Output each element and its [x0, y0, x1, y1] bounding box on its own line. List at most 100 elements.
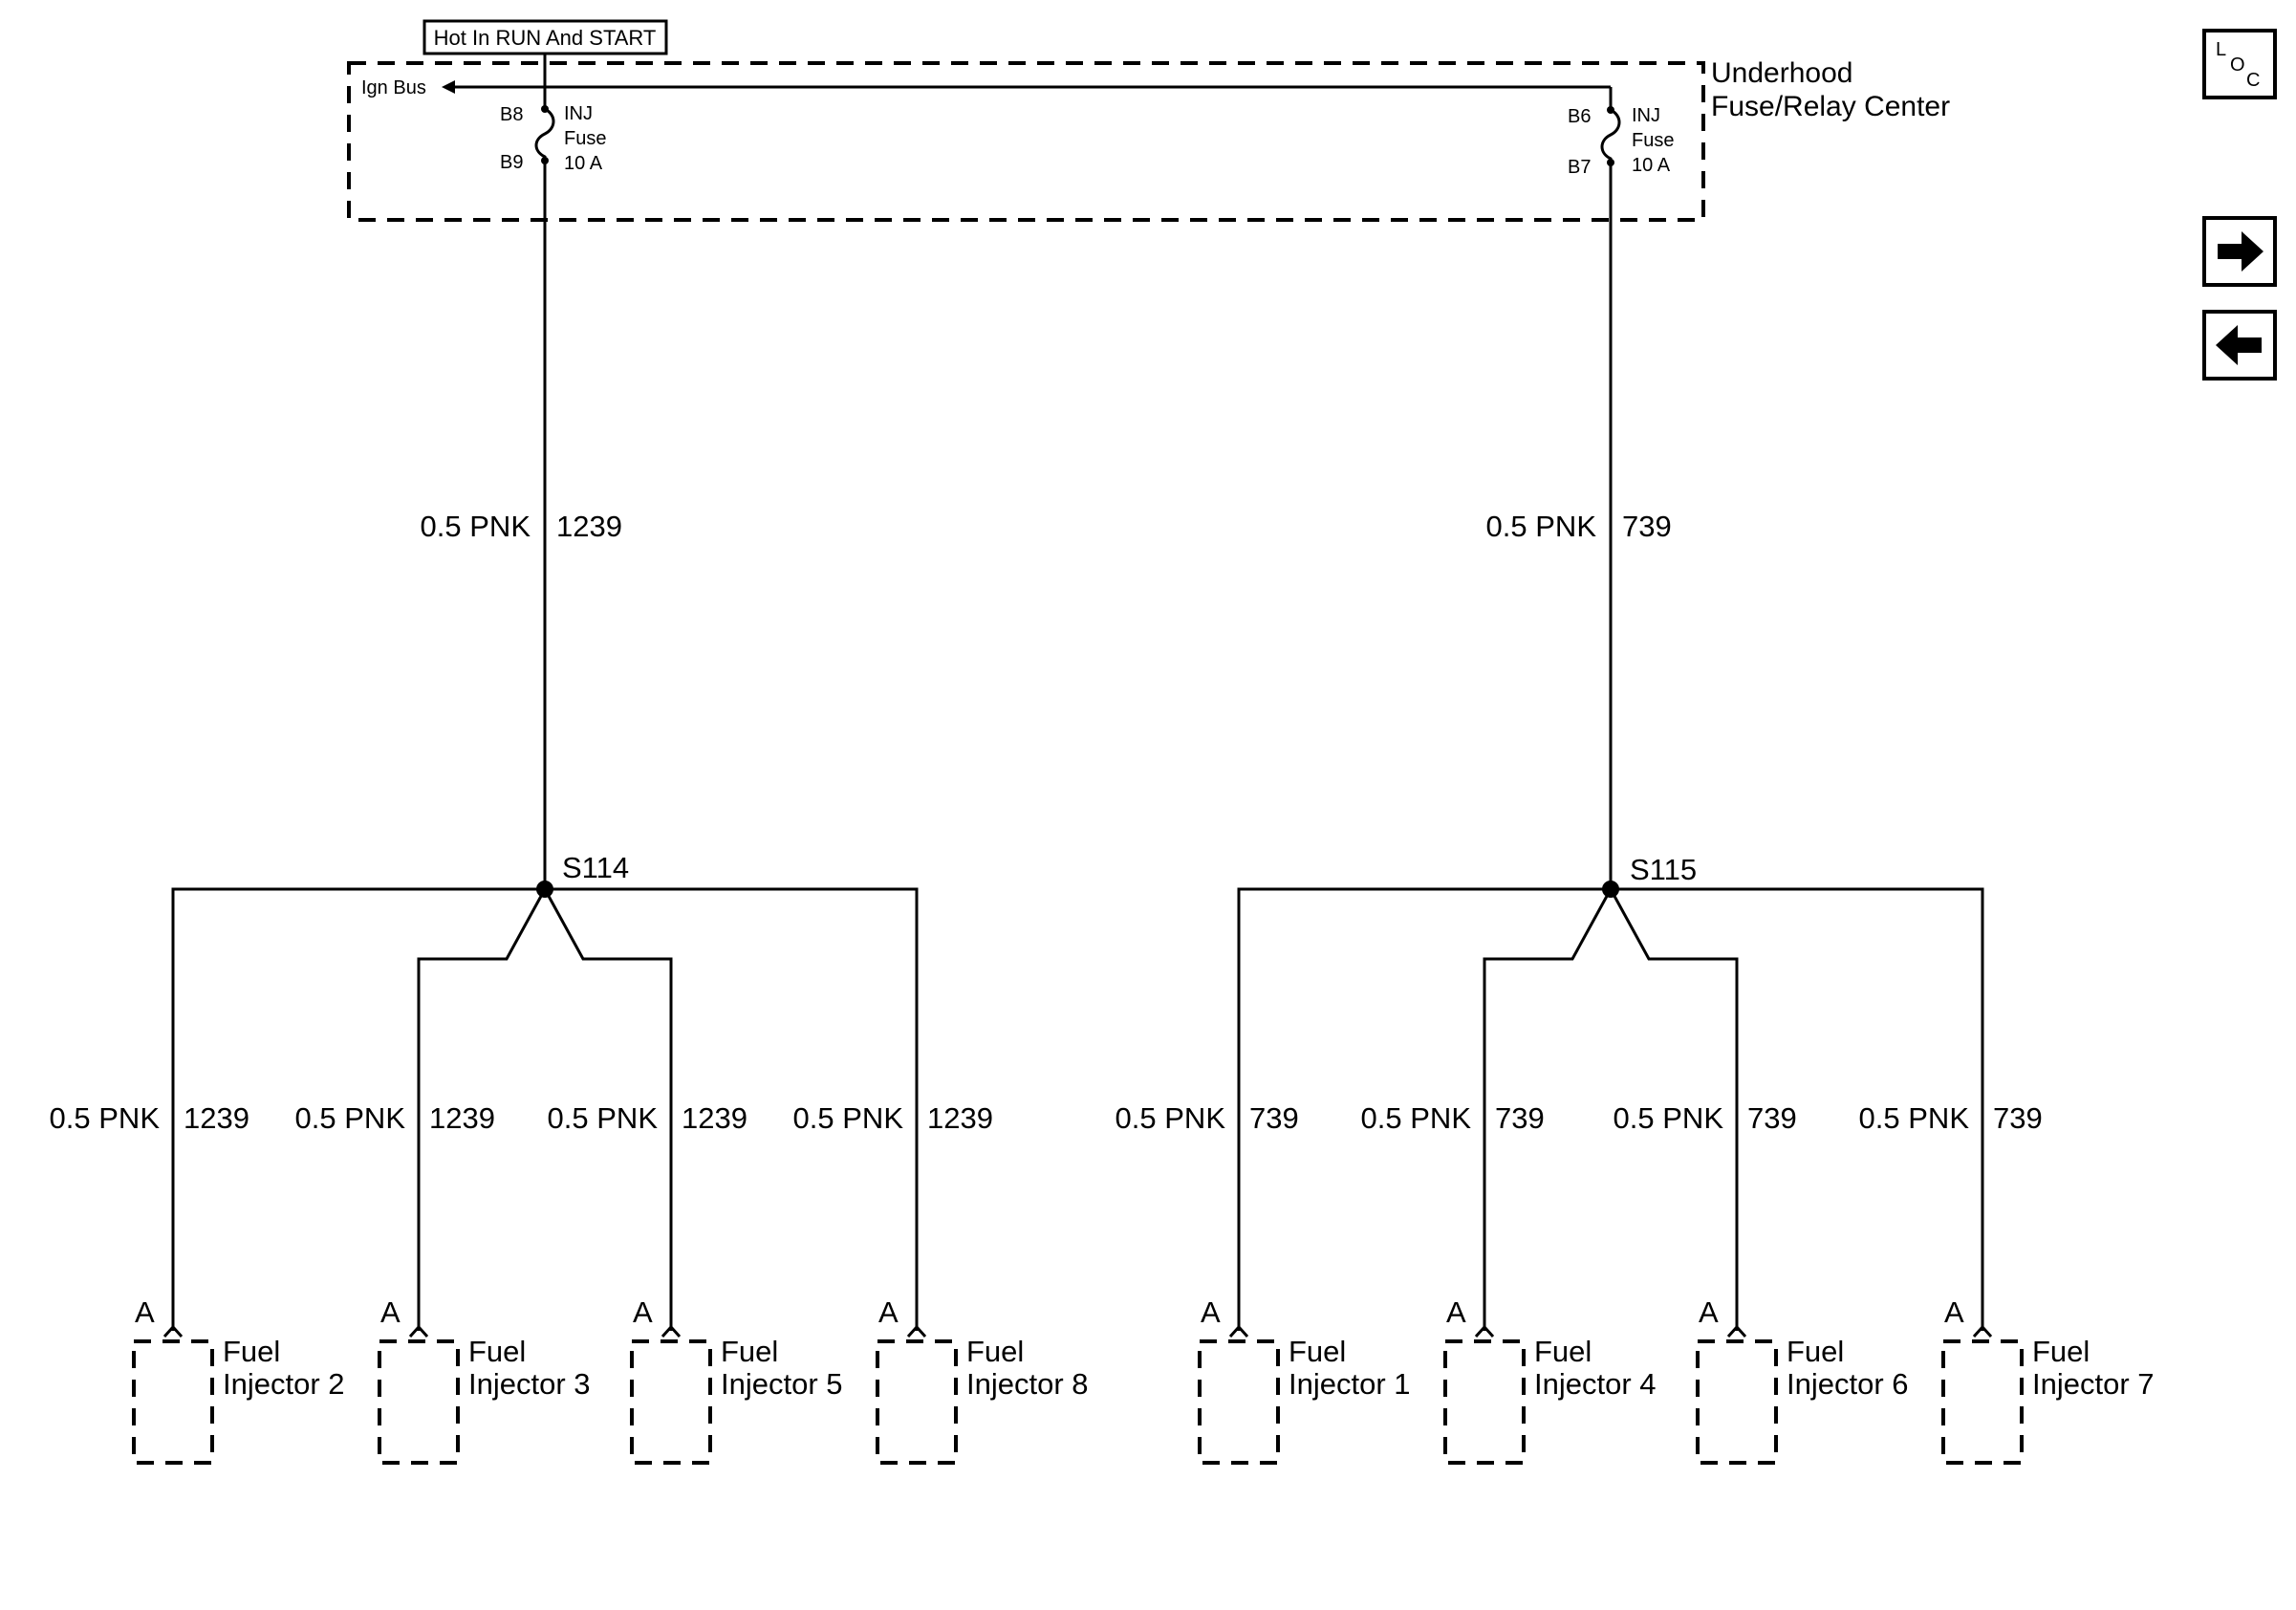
splice-s115-inner-branches	[1483, 885, 1739, 1331]
branch-circuit-label: 739	[1495, 1101, 1545, 1135]
connector-label: A	[135, 1295, 155, 1329]
connector-terminal-icon	[661, 1324, 682, 1338]
fuse-center-label-line2: Fuse/Relay Center	[1711, 91, 1950, 122]
branch-gauge-label: 0.5 PNK	[1859, 1101, 1970, 1135]
injector-name-line2: Injector 1	[1289, 1367, 1411, 1401]
connector-terminal-icon	[162, 1324, 184, 1338]
splice-s114-inner-branches	[417, 885, 673, 1331]
injector-name-line1: Fuel	[1289, 1335, 1346, 1368]
splice-s114-label: S114	[562, 851, 629, 884]
branch-circuit-label: 1239	[429, 1101, 495, 1135]
branch-circuit-label: 1239	[184, 1101, 249, 1135]
fuel-injector-component	[378, 1339, 460, 1465]
fuse-right-icon	[1600, 87, 1621, 163]
branch-gauge-label: 0.5 PNK	[295, 1101, 406, 1135]
connector-terminal-icon	[408, 1324, 429, 1338]
injector-name-line1: Fuel	[2032, 1335, 2090, 1368]
connector-terminal-icon	[1228, 1324, 1249, 1338]
loc-letter-l: L	[2216, 39, 2226, 60]
fuse-left-icon	[534, 87, 555, 161]
injector-name-line1: Fuel	[223, 1335, 280, 1368]
fuel-injector-component	[1941, 1339, 2024, 1465]
branch-gauge-label: 0.5 PNK	[1361, 1101, 1472, 1135]
injector-name-line1: Fuel	[1787, 1335, 1844, 1368]
fuse-left-pin-bottom-label: B9	[500, 152, 523, 173]
injector-name-line2: Injector 5	[721, 1367, 843, 1401]
injector-name-line2: Injector 3	[468, 1367, 591, 1401]
branch-gauge-label: 0.5 PNK	[50, 1101, 161, 1135]
fuse-left-pin-top-label: B8	[500, 104, 523, 125]
fuel-injector-component	[1696, 1339, 1778, 1465]
main-wire-right-gauge: 0.5 PNK	[1486, 510, 1597, 543]
next-button[interactable]	[2202, 216, 2277, 287]
main-wire-left-gauge: 0.5 PNK	[421, 510, 531, 543]
fuse-right-rating: 10 A	[1632, 155, 1671, 176]
connector-label: A	[1201, 1295, 1221, 1329]
fuse-right-pin-bottom-label: B7	[1568, 157, 1591, 178]
fuel-injector-component	[132, 1339, 214, 1465]
fuse-right-pin-top-label: B6	[1568, 106, 1591, 127]
branch-circuit-label: 739	[1993, 1101, 2043, 1135]
main-wire-left-circuit: 1239	[556, 510, 622, 543]
branch-circuit-label: 1239	[682, 1101, 747, 1135]
injector-name-line1: Fuel	[966, 1335, 1024, 1368]
fuse-right-name: INJ	[1632, 105, 1660, 126]
branch-circuit-label: 739	[1747, 1101, 1797, 1135]
prev-button[interactable]	[2202, 310, 2277, 381]
connector-label: A	[1699, 1295, 1719, 1329]
injector-name-line1: Fuel	[721, 1335, 778, 1368]
fuel-injector-component	[1198, 1339, 1280, 1465]
injector-name-line1: Fuel	[468, 1335, 526, 1368]
fuel-injector-component	[876, 1339, 958, 1465]
fuel-injector-component	[630, 1339, 712, 1465]
loc-letter-c: C	[2246, 70, 2260, 91]
branch-circuit-label: 1239	[927, 1101, 993, 1135]
injector-name-line2: Injector 4	[1534, 1367, 1657, 1401]
loc-button[interactable]: L O C	[2202, 29, 2277, 99]
branch-circuit-label: 739	[1249, 1101, 1299, 1135]
injector-name-line1: Fuel	[1534, 1335, 1592, 1368]
fuse-left-name: INJ	[564, 103, 593, 124]
fuse-right-type: Fuse	[1632, 130, 1674, 151]
splice-s115-label: S115	[1630, 853, 1697, 886]
connector-label: A	[380, 1295, 401, 1329]
connector-terminal-icon	[906, 1324, 927, 1338]
connector-terminal-icon	[1972, 1324, 1993, 1338]
branch-gauge-label: 0.5 PNK	[1116, 1101, 1226, 1135]
ign-bus-label: Ign Bus	[361, 77, 426, 98]
connector-terminal-icon	[1474, 1324, 1495, 1338]
loc-letter-o: O	[2230, 54, 2245, 76]
branch-gauge-label: 0.5 PNK	[548, 1101, 659, 1135]
injector-name-line2: Injector 7	[2032, 1367, 2155, 1401]
fuse-relay-center-outline	[347, 61, 1705, 222]
fuse-left-type: Fuse	[564, 128, 606, 149]
branch-gauge-label: 0.5 PNK	[1614, 1101, 1724, 1135]
connector-terminal-icon	[1726, 1324, 1747, 1338]
fuse-center-label-line1: Underhood	[1711, 57, 1852, 89]
power-source-label: Hot In RUN And START	[434, 26, 657, 50]
fuel-injector-component	[1443, 1339, 1526, 1465]
arrow-left-icon	[2216, 325, 2262, 365]
arrow-right-icon	[2218, 231, 2264, 272]
injector-name-line2: Injector 2	[223, 1367, 345, 1401]
connector-label: A	[878, 1295, 899, 1329]
injector-name-line2: Injector 8	[966, 1367, 1089, 1401]
ign-bus-arrow-icon	[442, 80, 455, 94]
branch-gauge-label: 0.5 PNK	[793, 1101, 904, 1135]
connector-label: A	[1446, 1295, 1466, 1329]
connector-label: A	[1944, 1295, 1964, 1329]
injector-name-line2: Injector 6	[1787, 1367, 1909, 1401]
connector-label: A	[633, 1295, 653, 1329]
main-wire-right-circuit: 739	[1622, 510, 1672, 543]
fuse-left-rating: 10 A	[564, 153, 603, 174]
